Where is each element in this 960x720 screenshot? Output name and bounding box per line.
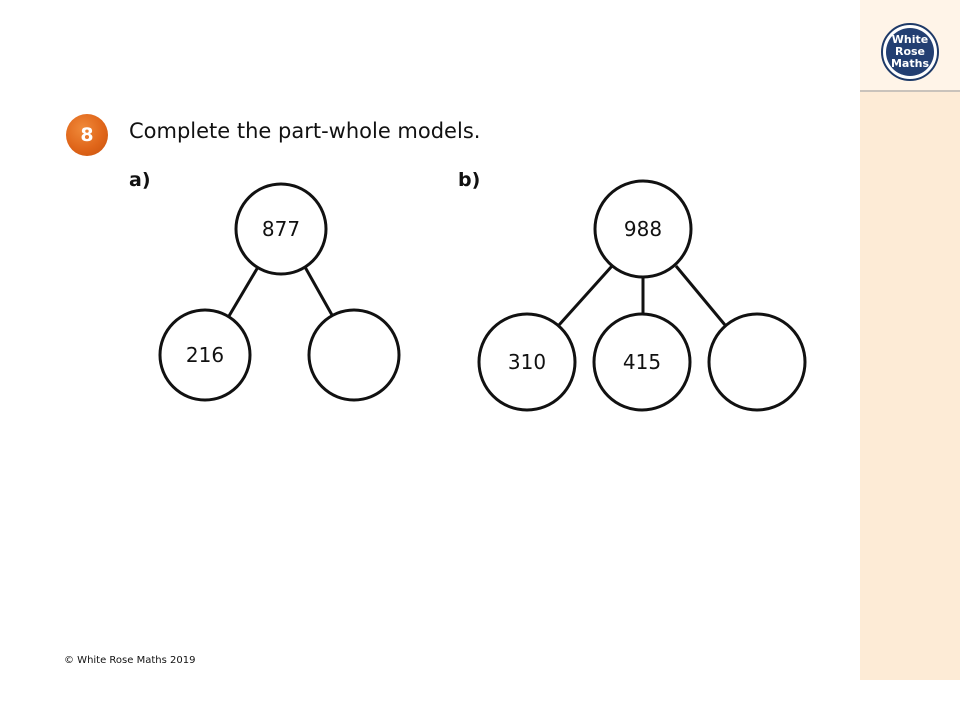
- whole-value-b: 988: [624, 217, 662, 241]
- white-rose-maths-logo: White Rose Maths: [881, 23, 939, 81]
- logo-line-3: Maths: [890, 57, 929, 70]
- part-whole-model-b: 988 310 415: [477, 179, 807, 412]
- logo-line-2: Rose: [894, 45, 926, 58]
- connector-b-left: [557, 264, 614, 327]
- part-value-b-2: 415: [623, 350, 661, 374]
- connector-b-right: [674, 265, 727, 326]
- question-number-badge: 8: [66, 114, 108, 156]
- whole-circle-b: [593, 179, 693, 279]
- whole-circle-a: [234, 182, 328, 276]
- logo-line-1: White: [891, 33, 929, 46]
- logo-badge: White Rose Maths: [886, 28, 934, 76]
- whole-value-a: 877: [262, 217, 300, 241]
- part-circle-a-1: [158, 308, 252, 402]
- part-circle-a-2[interactable]: [307, 308, 401, 402]
- part-circle-b-2: [592, 312, 692, 412]
- side-panel: White Rose Maths: [860, 0, 960, 680]
- part-a-label: a): [129, 169, 151, 191]
- part-circle-b-3[interactable]: [707, 312, 807, 412]
- connector-a-right: [303, 266, 334, 316]
- part-whole-model-a: 877 216: [158, 182, 401, 402]
- logo-area: White Rose Maths: [860, 0, 960, 92]
- part-value-b-1: 310: [508, 350, 546, 374]
- question-text: Complete the part-whole models.: [129, 119, 481, 143]
- part-value-a-1: 216: [186, 343, 224, 367]
- part-b-label: b): [458, 169, 481, 191]
- part-circle-b-1: [477, 312, 577, 412]
- copyright-footer: © White Rose Maths 2019: [64, 655, 196, 666]
- connector-a-left: [227, 266, 260, 317]
